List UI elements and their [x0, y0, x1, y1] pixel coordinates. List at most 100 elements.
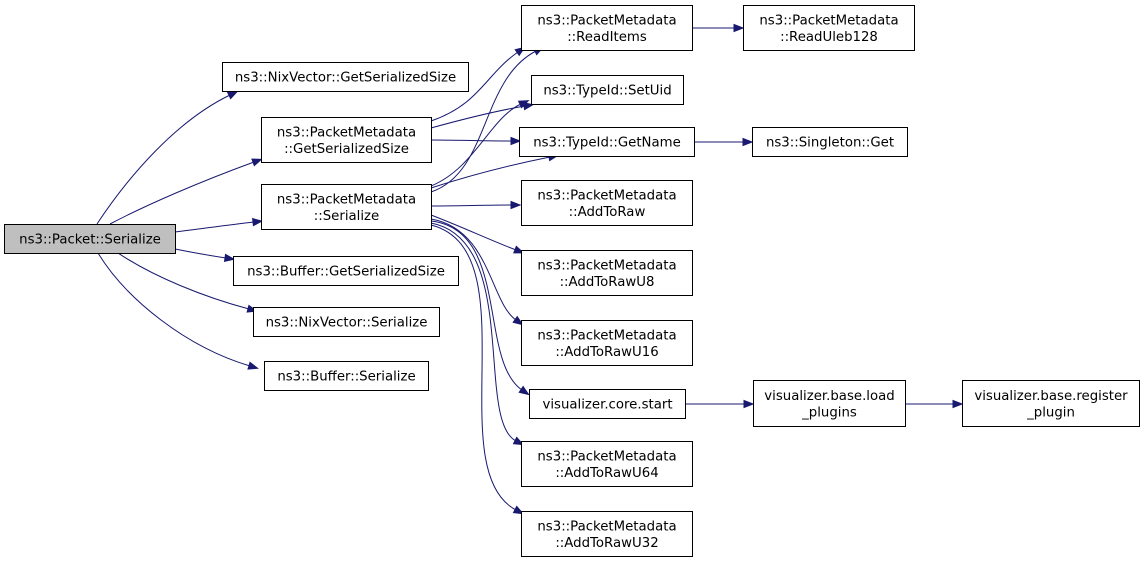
node-nixvector-getserializedsize[interactable]: ns3::NixVector::GetSerializedSize — [222, 62, 469, 92]
edge-pm-serialize-to-typeid-setuid — [430, 100, 530, 187]
arrowhead — [742, 137, 754, 147]
edge-packet-serialize-to-pm-getserializedsize — [109, 158, 263, 225]
edge-line — [174, 248, 227, 259]
node-label-line: ::GetSerializedSize — [284, 142, 409, 157]
edge-line — [430, 156, 551, 189]
node-box — [521, 441, 693, 487]
node-pm-addtorawu8[interactable]: ns3::PacketMetadata::AddToRawU8 — [521, 250, 693, 296]
node-box — [521, 5, 693, 51]
edge-visualizer-base-load-plugins-to-visualizer-base-register-plugin — [904, 399, 964, 409]
edge-pm-getserializedsize-to-typeid-setuid — [430, 102, 535, 129]
node-packet-serialize[interactable]: ns3::Packet::Serialize — [4, 224, 176, 254]
node-box — [743, 5, 915, 51]
node-box — [962, 380, 1140, 427]
node-typeid-setuid[interactable]: ns3::TypeId::SetUid — [531, 75, 684, 105]
node-box — [529, 389, 686, 419]
arrowhead — [512, 436, 525, 446]
node-label-line: ::AddToRawU16 — [555, 345, 658, 360]
nodes-layer: ns3::Packet::Serialize ns3::NixVector::Ge… — [4, 5, 1140, 557]
node-label-line: ns3::PacketMetadata — [537, 328, 676, 343]
node-label-line: ns3::PacketMetadata — [537, 258, 676, 273]
node-typeid-getname[interactable]: ns3::TypeId::GetName — [519, 127, 695, 157]
node-pm-readuleb128[interactable]: ns3::PacketMetadata::ReadUleb128 — [743, 5, 915, 51]
node-box — [261, 184, 432, 230]
node-pm-addtorawu16[interactable]: ns3::PacketMetadata::AddToRawU16 — [521, 320, 693, 366]
edge-pm-serialize-to-visualizer-core-start — [430, 220, 530, 396]
edge-line — [117, 252, 250, 310]
node-pm-addtorawu64[interactable]: ns3::PacketMetadata::AddToRawU64 — [521, 441, 693, 487]
node-label-line: ns3::Buffer::GetSerializedSize — [247, 265, 445, 280]
edge-line — [430, 103, 522, 187]
edge-packet-serialize-to-nixvector-getserializedsize — [96, 90, 239, 225]
node-label-line: ns3::NixVector::GetSerializedSize — [235, 71, 456, 86]
edge-line — [96, 94, 231, 225]
node-pm-getserializedsize[interactable]: ns3::PacketMetadata::GetSerializedSize — [261, 117, 432, 163]
node-visualizer-core-start[interactable]: visualizer.core.start — [529, 389, 686, 419]
node-box — [521, 511, 693, 557]
edge-line — [430, 204, 513, 207]
node-buffer-serialize[interactable]: ns3::Buffer::Serialize — [264, 361, 429, 391]
edge-line — [430, 105, 526, 129]
node-label-line: ns3::PacketMetadata — [277, 125, 416, 140]
node-box — [261, 117, 432, 163]
arrowhead — [743, 399, 755, 409]
edge-pm-serialize-to-pm-addtorawu32 — [430, 224, 525, 515]
node-visualizer-base-register-plugin[interactable]: visualizer.base.register_plugin — [962, 380, 1140, 427]
node-buffer-getserializedsize[interactable]: ns3::Buffer::GetSerializedSize — [233, 256, 459, 286]
node-singleton-get[interactable]: ns3::Singleton::Get — [752, 127, 908, 157]
node-box — [521, 250, 693, 296]
node-visualizer-base-load-plugins[interactable]: visualizer.base.load_plugins — [753, 380, 906, 427]
node-label-line: ns3::PacketMetadata — [759, 13, 898, 28]
arrowhead — [733, 23, 745, 33]
node-box — [222, 62, 469, 92]
arrowhead — [517, 100, 530, 109]
edge-pm-serialize-to-pm-addtoraw — [430, 200, 522, 210]
node-label-line: ns3::Singleton::Get — [766, 136, 894, 151]
node-box — [521, 180, 693, 226]
node-box — [519, 127, 695, 157]
edge-typeid-getname-to-singleton-get — [694, 137, 754, 147]
node-box — [233, 256, 459, 286]
edge-line — [430, 224, 517, 511]
node-label-line: visualizer.base.register — [974, 389, 1128, 404]
node-label-line: ns3::PacketMetadata — [537, 449, 676, 464]
node-pm-addtorawu32[interactable]: ns3::PacketMetadata::AddToRawU32 — [521, 511, 693, 557]
edge-packet-serialize-to-buffer-getserializedsize — [174, 248, 236, 262]
arrowhead — [952, 399, 964, 409]
arrowhead — [512, 315, 524, 326]
node-pm-addtoraw[interactable]: ns3::PacketMetadata::AddToRaw — [521, 180, 693, 226]
node-box — [4, 224, 176, 254]
arrowhead — [223, 253, 236, 262]
node-box — [531, 75, 684, 105]
node-pm-readitems[interactable]: ns3::PacketMetadata::ReadItems — [521, 5, 693, 51]
edge-line — [430, 139, 513, 142]
arrowhead — [510, 136, 522, 146]
arrowhead — [512, 505, 525, 515]
node-pm-serialize[interactable]: ns3::PacketMetadata::Serialize — [261, 184, 432, 230]
edge-line — [430, 50, 537, 193]
node-label-line: ns3::TypeId::SetUid — [543, 84, 671, 99]
node-label-line: visualizer.core.start — [542, 398, 672, 413]
edge-pm-serialize-to-pm-addtorawu64 — [430, 222, 525, 446]
node-label-line: ::Serialize — [314, 209, 379, 224]
node-label-line: ::AddToRaw — [569, 205, 646, 220]
node-nixvector-serialize[interactable]: ns3::NixVector::Serialize — [253, 307, 440, 337]
node-box — [264, 361, 429, 391]
node-label-line: ns3::PacketMetadata — [537, 13, 676, 28]
arrowhead — [226, 90, 239, 100]
node-label-line: ns3::PacketMetadata — [537, 519, 676, 534]
edge-line — [430, 218, 517, 321]
node-label-line: ns3::Buffer::Serialize — [277, 370, 415, 385]
node-label-line: visualizer.base.load — [764, 389, 894, 404]
edge-pm-serialize-to-pm-addtorawu16 — [430, 218, 524, 326]
edge-pm-getserializedsize-to-typeid-getname — [430, 136, 522, 146]
edge-visualizer-core-start-to-visualizer-base-load-plugins — [684, 399, 755, 409]
edge-pm-serialize-to-pm-addtorawu8 — [430, 214, 525, 254]
arrowhead — [518, 385, 530, 396]
arrowhead — [251, 158, 263, 167]
node-label-line: _plugin — [1026, 405, 1075, 420]
node-label-line: ::AddToRawU8 — [560, 275, 655, 290]
edge-packet-serialize-to-buffer-serialize — [97, 252, 260, 370]
node-label-line: ::AddToRawU32 — [555, 536, 658, 551]
